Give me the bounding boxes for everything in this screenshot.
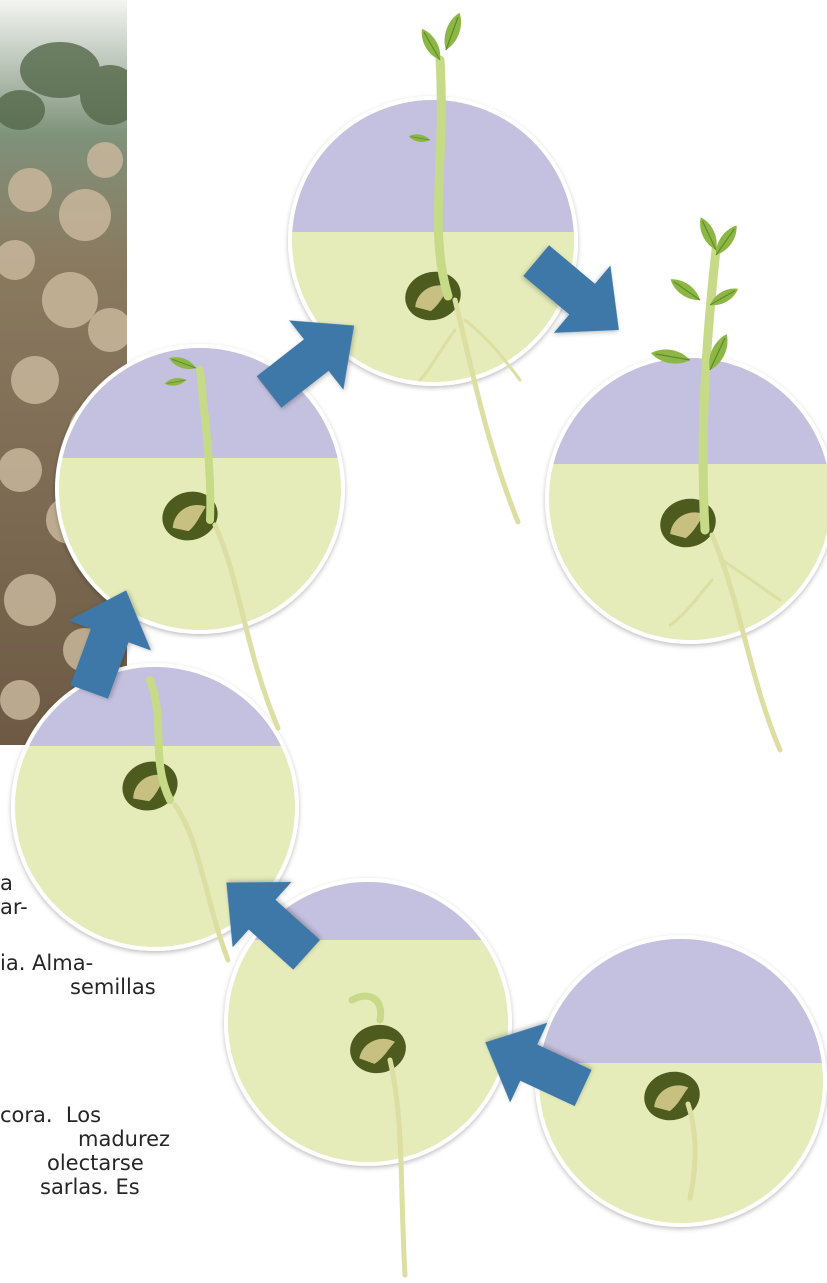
- text-fragment-2: ar-: [0, 895, 28, 919]
- sky-area: [549, 358, 827, 464]
- text-fragment-6: madurez: [78, 1127, 170, 1151]
- stage-6-leaf-3: [667, 274, 703, 304]
- sky-area: [539, 939, 823, 1063]
- text-fragment-5: cora. Los: [0, 1103, 101, 1127]
- text-fragment-1: a: [0, 871, 13, 895]
- text-fragment-4: semillas: [70, 975, 156, 999]
- text-fragment-7: olectarse: [47, 1151, 144, 1175]
- text-fragment-3: ia. Alma-: [0, 951, 93, 975]
- sky-area: [292, 100, 574, 232]
- stage-5-leaf-2: [440, 11, 466, 53]
- text-fragment-8: sarlas. Es: [40, 1175, 140, 1199]
